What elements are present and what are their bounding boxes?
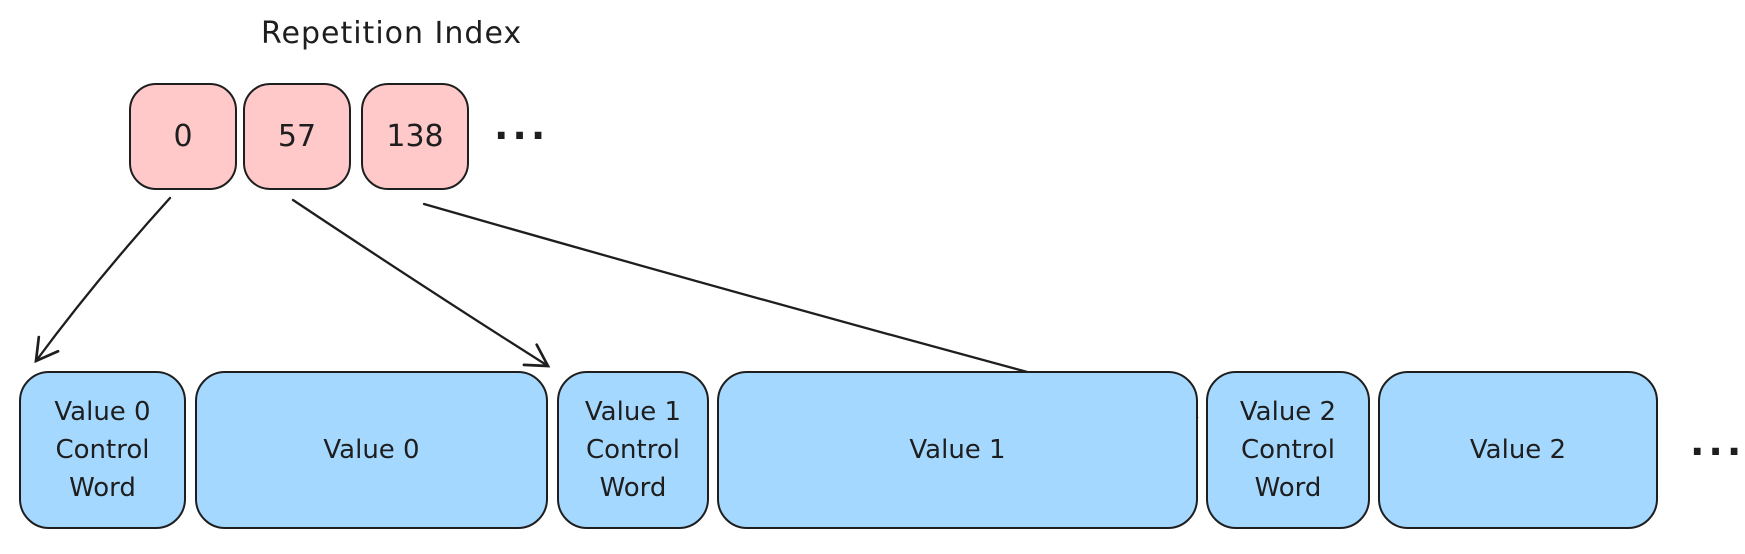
diagram-title: Repetition Index [261, 16, 523, 51]
index-cell-2: 138 [361, 83, 469, 190]
block-label: Value 0 [323, 435, 420, 465]
repetition-index-ellipsis: ... [494, 104, 550, 148]
index-cell-1: 57 [243, 83, 351, 190]
block-value-1-control-word: Value 1 Control Word [557, 371, 709, 529]
block-value-2-control-word: Value 2 Control Word [1206, 371, 1370, 529]
arrow-index57-to-control-word-1 [291, 198, 551, 368]
block-value-2: Value 2 [1378, 371, 1658, 529]
block-value-1: Value 1 [717, 371, 1198, 529]
block-label: Value 1 [909, 435, 1006, 465]
index-cell-0: 0 [129, 83, 237, 190]
block-label: Value 1 Control Word [584, 397, 682, 503]
block-label: Value 2 [1469, 435, 1567, 465]
arrow-index0-to-control-word-0 [34, 196, 172, 364]
index-cell-value: 57 [277, 119, 317, 154]
block-label: Value 0 Control Word [54, 397, 151, 503]
block-value-0: Value 0 [195, 371, 548, 529]
block-label: Value 2 Control Word [1239, 397, 1337, 503]
index-cell-value: 0 [173, 119, 193, 154]
block-value-0-control-word: Value 0 Control Word [19, 371, 186, 529]
stream-ellipsis: ... [1690, 420, 1745, 464]
index-cell-value: 138 [386, 119, 444, 154]
